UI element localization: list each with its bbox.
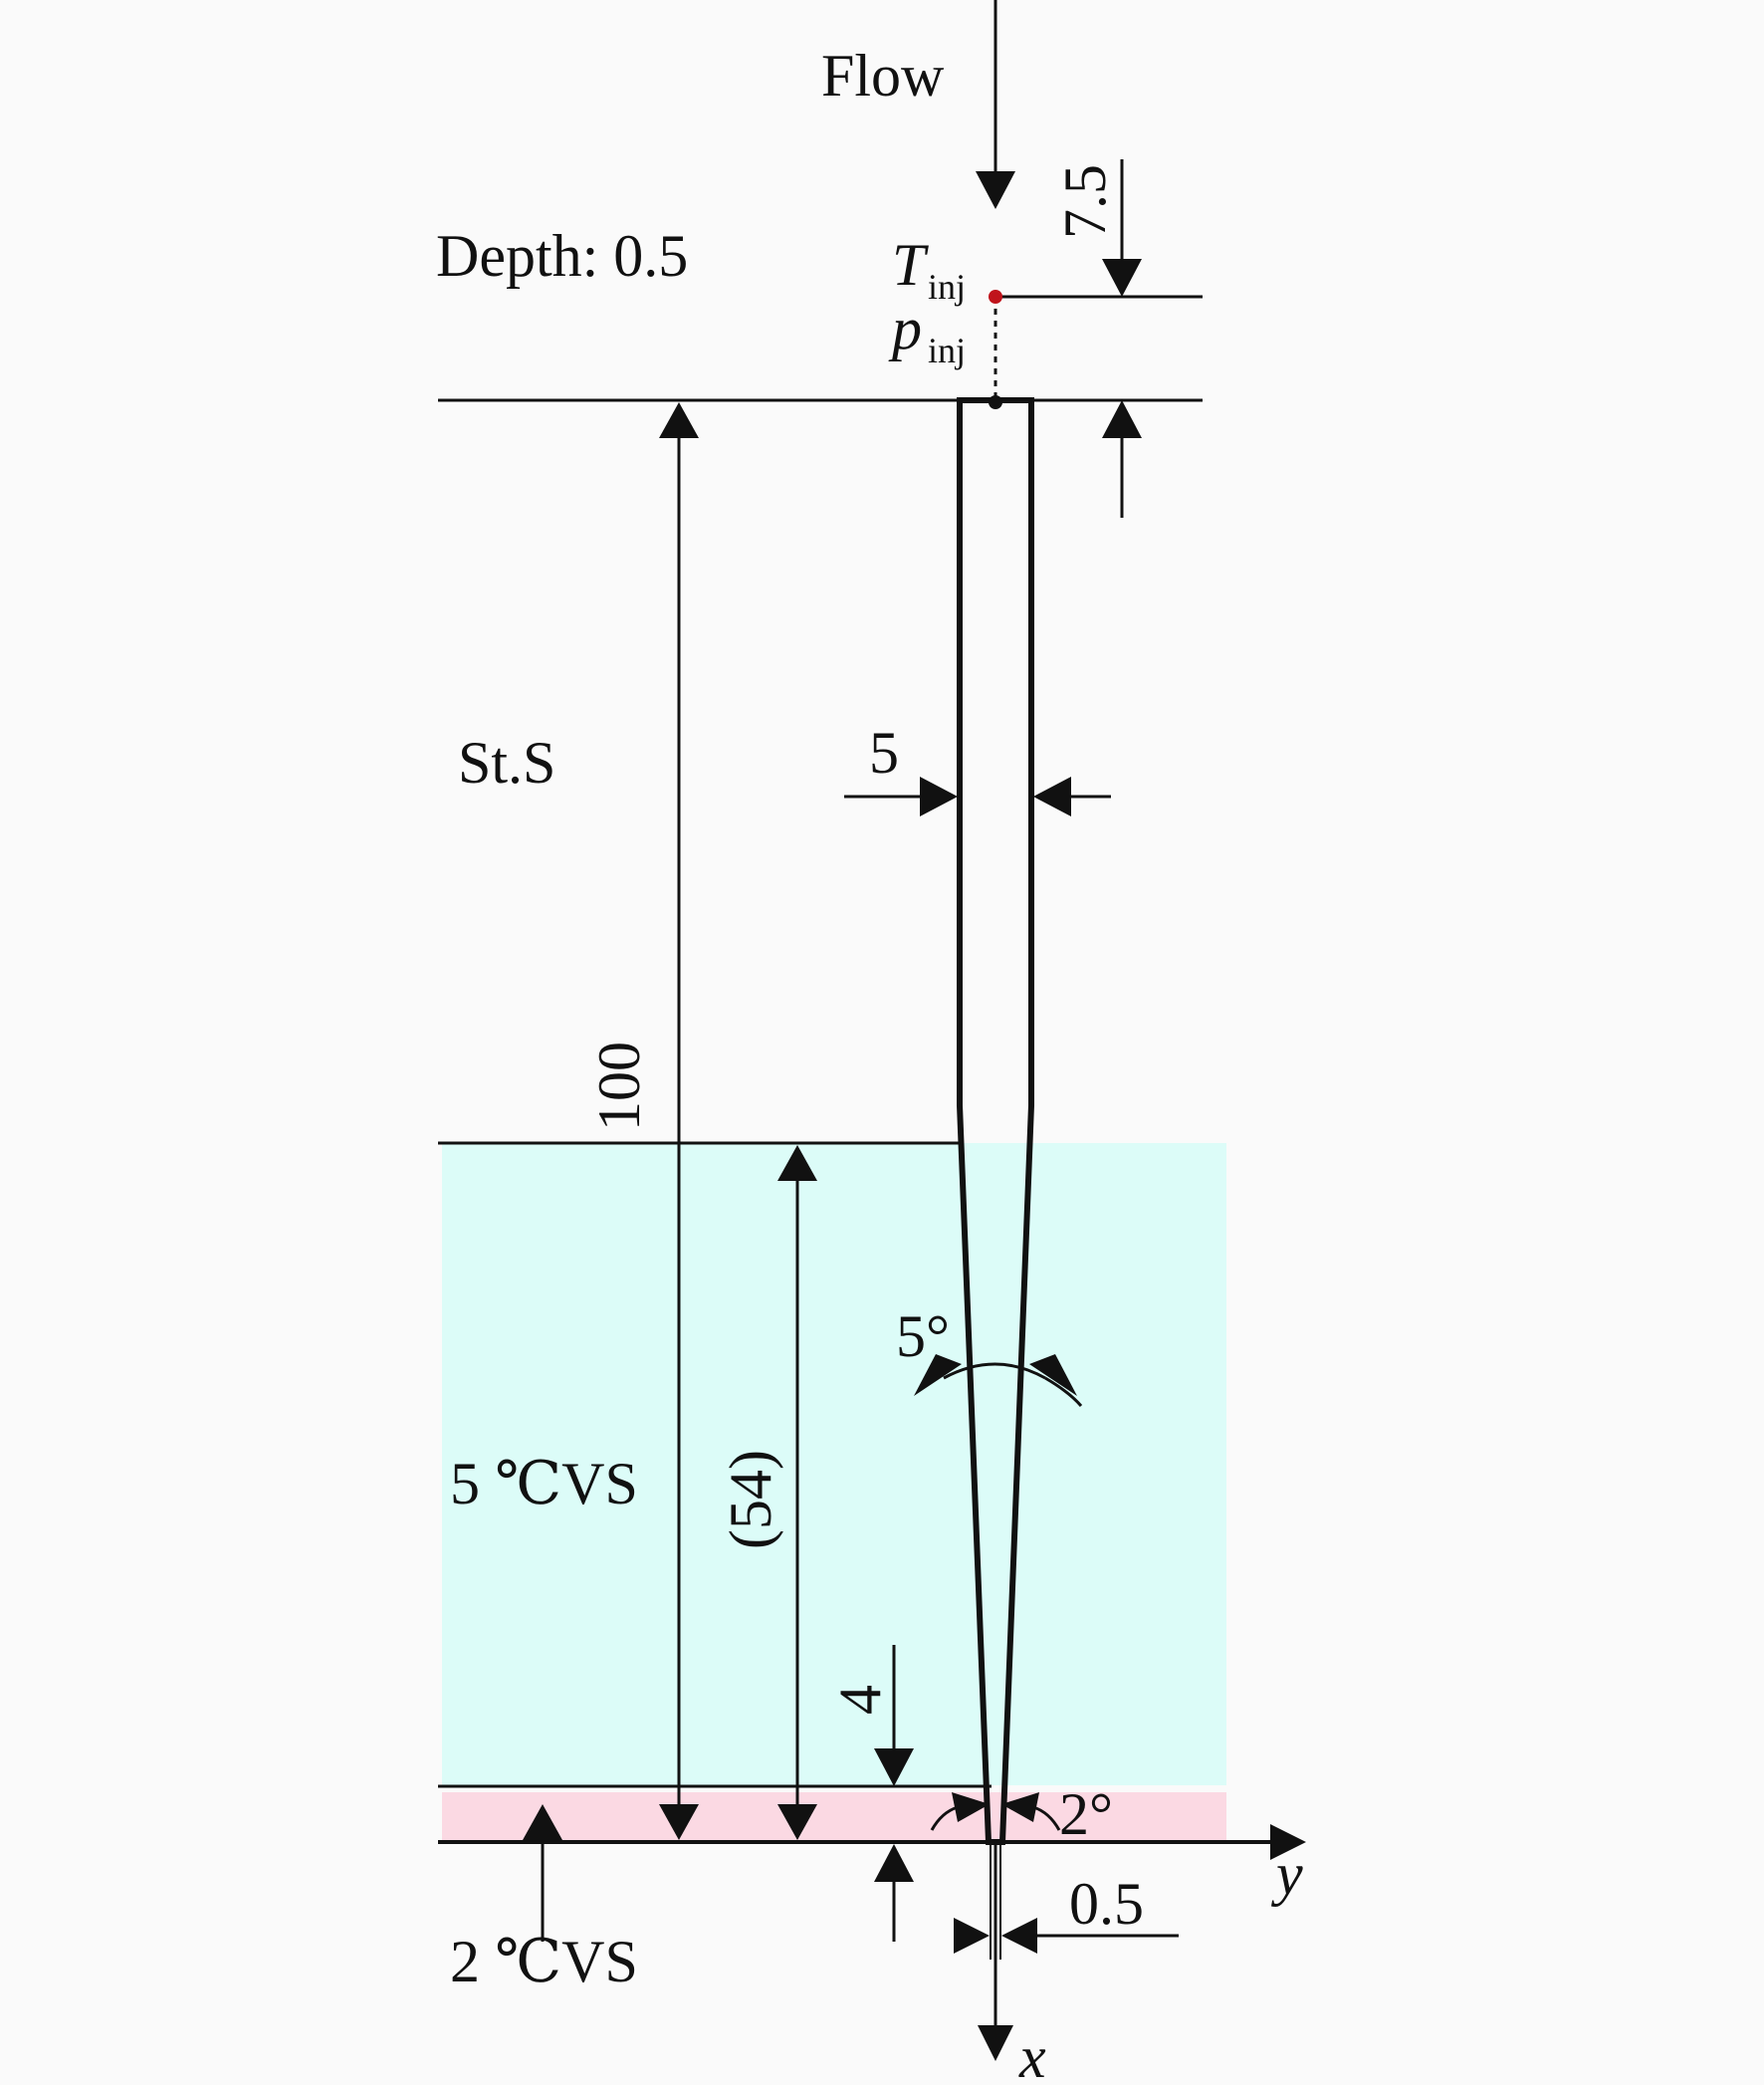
dim-offset-top <box>1102 159 1142 518</box>
dim-offset-top-label: 7.5 <box>1052 164 1118 239</box>
y-axis-label: y <box>1270 1841 1303 1907</box>
t-inj-subscript: inj <box>928 267 966 307</box>
cvs5-region <box>442 1143 1226 1785</box>
depth-label: Depth: 0.5 <box>436 223 688 289</box>
dim-angle-taper <box>914 1354 1083 1407</box>
p-inj-label: p <box>888 296 922 361</box>
cvs2-pointer <box>523 1804 562 1942</box>
dim-length-bottom <box>874 1645 914 1942</box>
dim-angle-tip-label: 2° <box>1059 1781 1113 1847</box>
t-inj-label: T <box>892 232 929 298</box>
dim-angle-taper-label: 5° <box>896 1303 950 1369</box>
dim-length-total-label: 100 <box>586 1042 652 1131</box>
dim-length-total <box>659 402 699 1840</box>
x-axis <box>978 1842 1013 2061</box>
p-inj-subscript: inj <box>928 331 966 370</box>
injection-point <box>989 290 1002 409</box>
cvs5-label: 5 ℃VS <box>450 1451 638 1516</box>
flow-arrow <box>976 0 1015 209</box>
cvs2-label: 2 ℃VS <box>450 1929 638 1994</box>
dim-width-tip-label: 0.5 <box>1069 1871 1144 1937</box>
reference-lines <box>438 295 1203 1788</box>
dim-angle-tip <box>930 1792 1061 1831</box>
probe-outline <box>957 397 1034 1960</box>
flow-label: Flow <box>821 43 945 109</box>
dim-width-top <box>844 777 1111 816</box>
y-axis <box>438 1824 1306 1860</box>
dim-length-bottom-label: 4 <box>827 1685 893 1715</box>
st-s-label: St.S <box>458 730 555 796</box>
dim-width-top-label: 5 <box>869 720 899 786</box>
x-axis-label: x <box>1018 2024 1046 2085</box>
dim-length-taper-label: (54) <box>718 1450 783 1549</box>
dim-length-taper <box>777 1145 817 1840</box>
dim-width-tip <box>954 1918 1179 1954</box>
cvs2-region <box>442 1792 1226 1842</box>
